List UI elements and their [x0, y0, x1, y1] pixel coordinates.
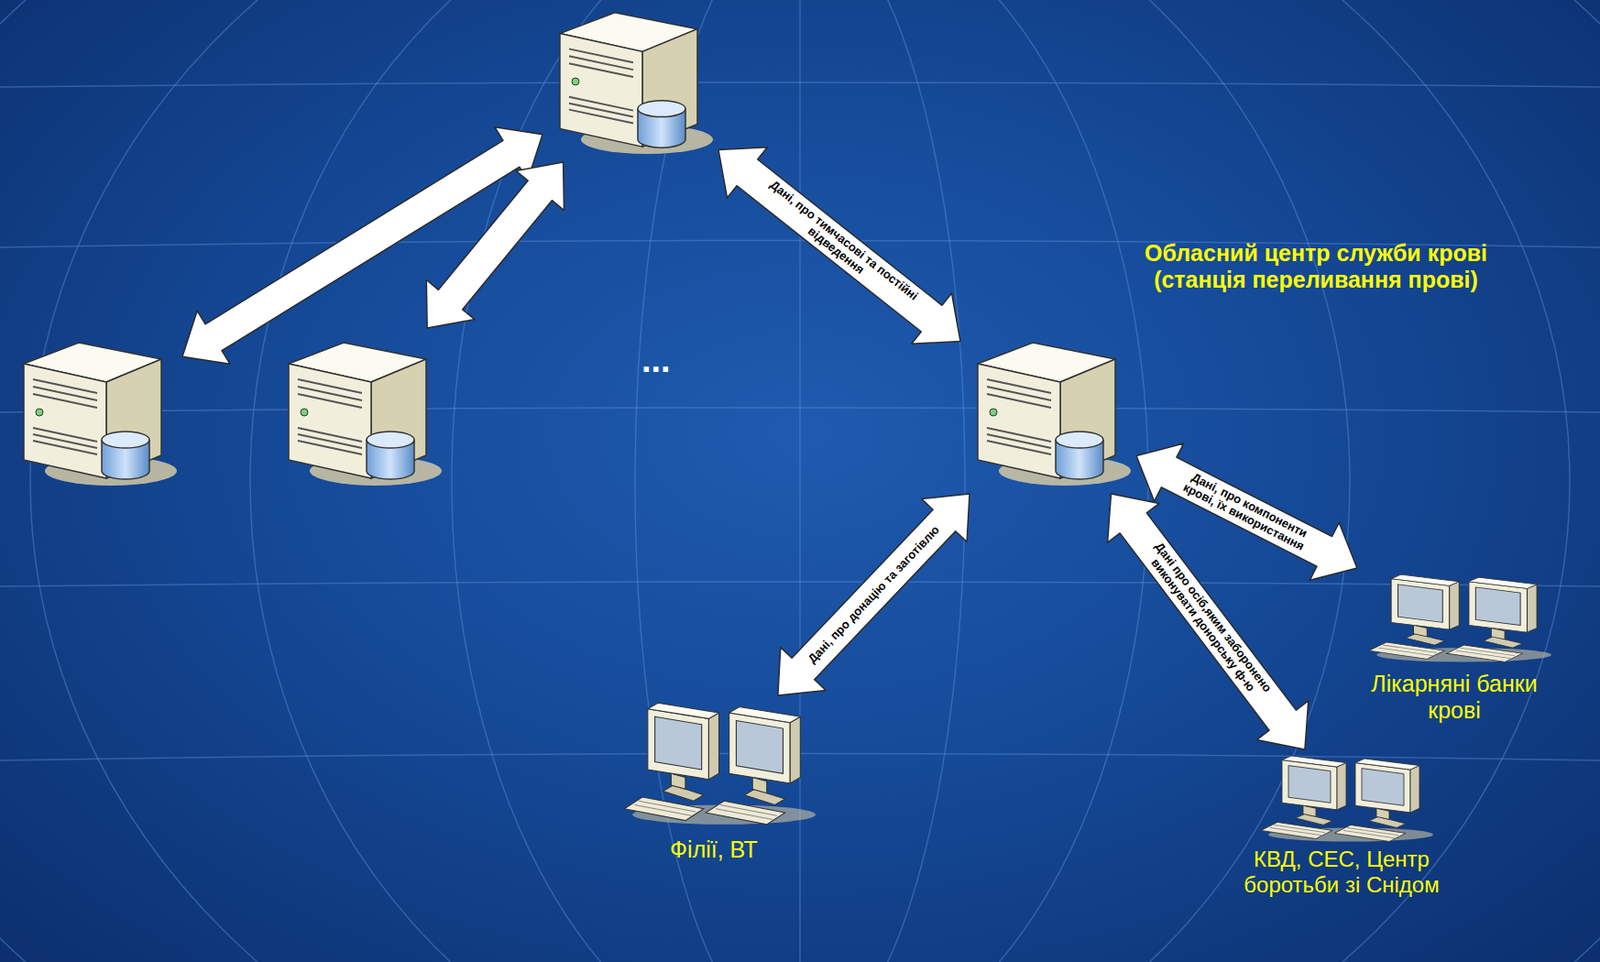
- connector-label: Дані, про тимчасові та постійні відведен…: [743, 165, 936, 326]
- workstations-icon: [1249, 753, 1434, 844]
- server-node: [10, 331, 179, 491]
- double-arrow: [778, 493, 970, 696]
- server-icon: [274, 331, 444, 491]
- server-node: [546, 1, 715, 159]
- server-node: [274, 331, 444, 491]
- node-label: КВД, СЕС, Центр боротьби зі Снідом: [1240, 846, 1443, 898]
- server-icon: [964, 331, 1133, 491]
- ellipsis-label: ...: [641, 340, 671, 381]
- node-label: Обласний центр служби крові (станція пер…: [1118, 240, 1513, 294]
- connector-label: Дані про осіб,яким заборонено виконувати…: [1126, 519, 1291, 724]
- connector-label: Дані, про донацію та заготівлю: [801, 519, 945, 669]
- server-icon: [546, 1, 715, 159]
- node-label: Лікарняні банки крові: [1362, 670, 1546, 724]
- server-node: Обласний центр служби крові (станція пер…: [964, 331, 1133, 491]
- workstation-node: Філії, ВТ: [612, 699, 816, 827]
- server-icon: [10, 331, 179, 491]
- workstations-icon: [612, 699, 816, 827]
- workstation-node: Лікарняні банки крові: [1357, 571, 1552, 664]
- double-arrow: [718, 147, 961, 345]
- node-label: Філії, ВТ: [612, 836, 816, 864]
- workstation-node: КВД, СЕС, Центр боротьби зі Снідом: [1249, 753, 1434, 844]
- workstations-icon: [1357, 571, 1552, 664]
- double-arrow: [426, 162, 564, 329]
- connector-label: Дані, про компоненти крові, їх використа…: [1167, 462, 1326, 560]
